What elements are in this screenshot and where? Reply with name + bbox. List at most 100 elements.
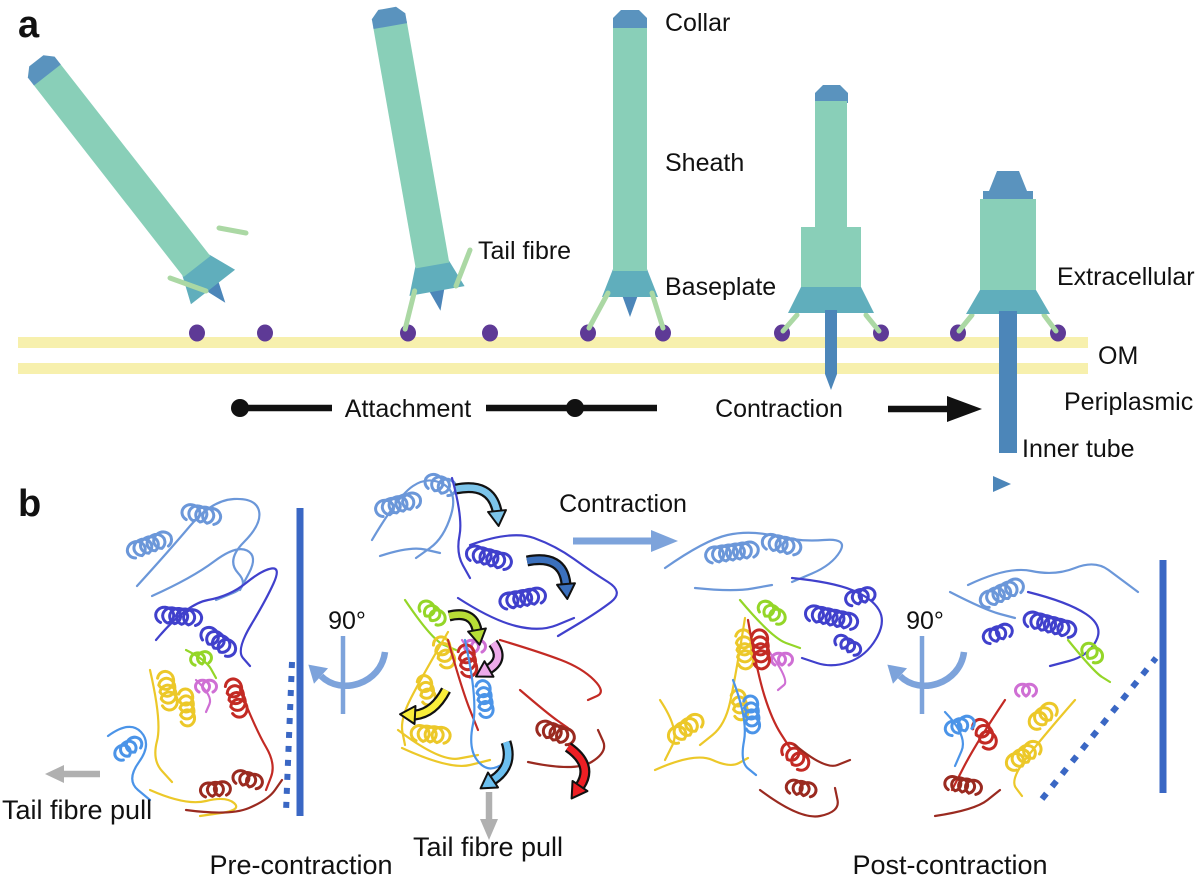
receptor-dot [257, 324, 273, 342]
ribbon-lightblue [693, 583, 774, 592]
ribbon-darkred [758, 786, 839, 818]
tail-fibre-line [216, 225, 249, 236]
ribbon-red [746, 618, 792, 750]
ribbon-green [189, 650, 213, 667]
ribbon-red [238, 688, 274, 792]
arrowhead [887, 664, 908, 684]
ribbon-navy [844, 586, 877, 608]
ribbon-navy [465, 544, 513, 572]
ribbon-yellow [1027, 701, 1059, 731]
ribbon-darkred [943, 775, 983, 796]
ribbon-cyan [113, 735, 144, 762]
periplasmic-label: Periplasmic [1064, 388, 1193, 416]
ribbon-lightblue [374, 491, 422, 519]
ribbon-darkred [535, 719, 576, 747]
timeline-node [231, 399, 249, 417]
structure-pre-contraction-side-view [106, 497, 284, 818]
phage-sheath-contracting [801, 227, 861, 287]
phage-inner-tube-tip [825, 374, 837, 390]
inner-tube-pointer-arrowhead [993, 476, 1011, 492]
tail-fibre-line [1041, 312, 1059, 334]
timeline-node [566, 399, 584, 417]
ribbon-lightblue [378, 547, 442, 558]
ribbon-green [184, 648, 218, 680]
phage-attaching [359, 3, 473, 332]
phage-inner-tube-penetrating [999, 311, 1017, 453]
rotate-90-right-label: 90° [906, 607, 944, 635]
timeline-arrowhead [947, 396, 982, 422]
ribbon-yellow [1004, 740, 1043, 772]
tail-fibre-line-labelled [453, 247, 473, 289]
ribbon-red [456, 643, 479, 679]
guide-line-dashed [283, 661, 295, 813]
receptor-dot [482, 324, 498, 342]
ribbon-red [446, 638, 480, 732]
ribbon-yellow [400, 746, 492, 767]
ribbon-green [1066, 638, 1112, 684]
ribbon-cyan [943, 710, 965, 768]
tail-fibre-line [586, 290, 611, 331]
contraction-arrowhead [651, 530, 678, 552]
phage-collar-cap [815, 85, 848, 103]
ribbon-lightblue [704, 540, 760, 565]
tail-fibre-line [780, 312, 800, 334]
arrowhead [570, 779, 589, 800]
post-contraction-guide-lines [1039, 560, 1167, 801]
ribbon-lightblue [966, 563, 1140, 594]
gray-arrowhead [480, 819, 498, 840]
attachment-label: Attachment [345, 395, 472, 423]
ribbon-navy [1022, 610, 1078, 639]
ribbon-magenta [766, 648, 787, 692]
ribbon-yellow [177, 687, 197, 728]
ribbon-cyan [106, 725, 152, 802]
arrowhead [399, 705, 417, 725]
membrane-inner-leaflet [18, 363, 1088, 374]
phage-free-floating [14, 43, 249, 320]
phage-contracting [780, 85, 882, 390]
phage-collar-band [983, 191, 1033, 199]
tail-fibre-line [649, 290, 666, 331]
outer-membrane [18, 337, 1088, 374]
ribbon-green [417, 599, 447, 627]
panel-b: b 90° 90° Contraction [2, 472, 1167, 880]
ribbon-yellow [396, 728, 480, 760]
curved-arrow-red [564, 742, 591, 800]
ribbon-yellow [1013, 698, 1077, 798]
arrowhead [556, 582, 576, 600]
ribbon-cyan [731, 678, 758, 777]
phage-collar-cap [989, 171, 1027, 191]
tail-fibre-line [402, 288, 418, 332]
phage-attached-extended [586, 10, 666, 331]
ribbon-darkred [198, 780, 232, 799]
ribbon-yellow [148, 788, 238, 818]
post-contraction-label: Post-contraction [852, 850, 1047, 880]
tail-fibre-pull-left-label: Tail fibre pull [2, 795, 152, 825]
membrane-outer-leaflet [18, 337, 1088, 348]
arrowhead [475, 660, 495, 678]
ribbon-red [518, 688, 570, 730]
panel-a-part-labels: Collar Sheath Tail fibre Baseplate Extra… [478, 9, 1195, 463]
ribbon-darkred [793, 743, 852, 767]
receptor-dot [655, 324, 671, 342]
ribbon-darkred [184, 778, 284, 814]
structure-pre-contraction-front-view [370, 472, 618, 770]
sheath-label: Sheath [665, 149, 744, 177]
ribbon-lightblue [663, 531, 844, 584]
ribbon-lightblue [948, 590, 1017, 620]
ribbon-navy [154, 567, 278, 668]
contraction-arrow [573, 530, 678, 552]
ribbon-lightblue [135, 497, 261, 602]
ribbon-yellow [156, 669, 179, 712]
contraction-stage-label: Contraction [715, 395, 843, 423]
phage-contracted [956, 171, 1059, 492]
pre-contraction-guide-lines [283, 508, 304, 816]
tail-fibre-label: Tail fibre [478, 237, 571, 265]
gray-arrowhead [45, 765, 64, 783]
phage-sheath-contracted [980, 199, 1036, 290]
tail-fibre-line [863, 312, 882, 334]
ribbon-cyan [463, 638, 510, 770]
ribbon-lightblue [978, 577, 1025, 609]
tail-fibre-line [167, 275, 209, 294]
ribbon-navy [450, 476, 472, 580]
phage-sheath-upper [815, 101, 847, 228]
